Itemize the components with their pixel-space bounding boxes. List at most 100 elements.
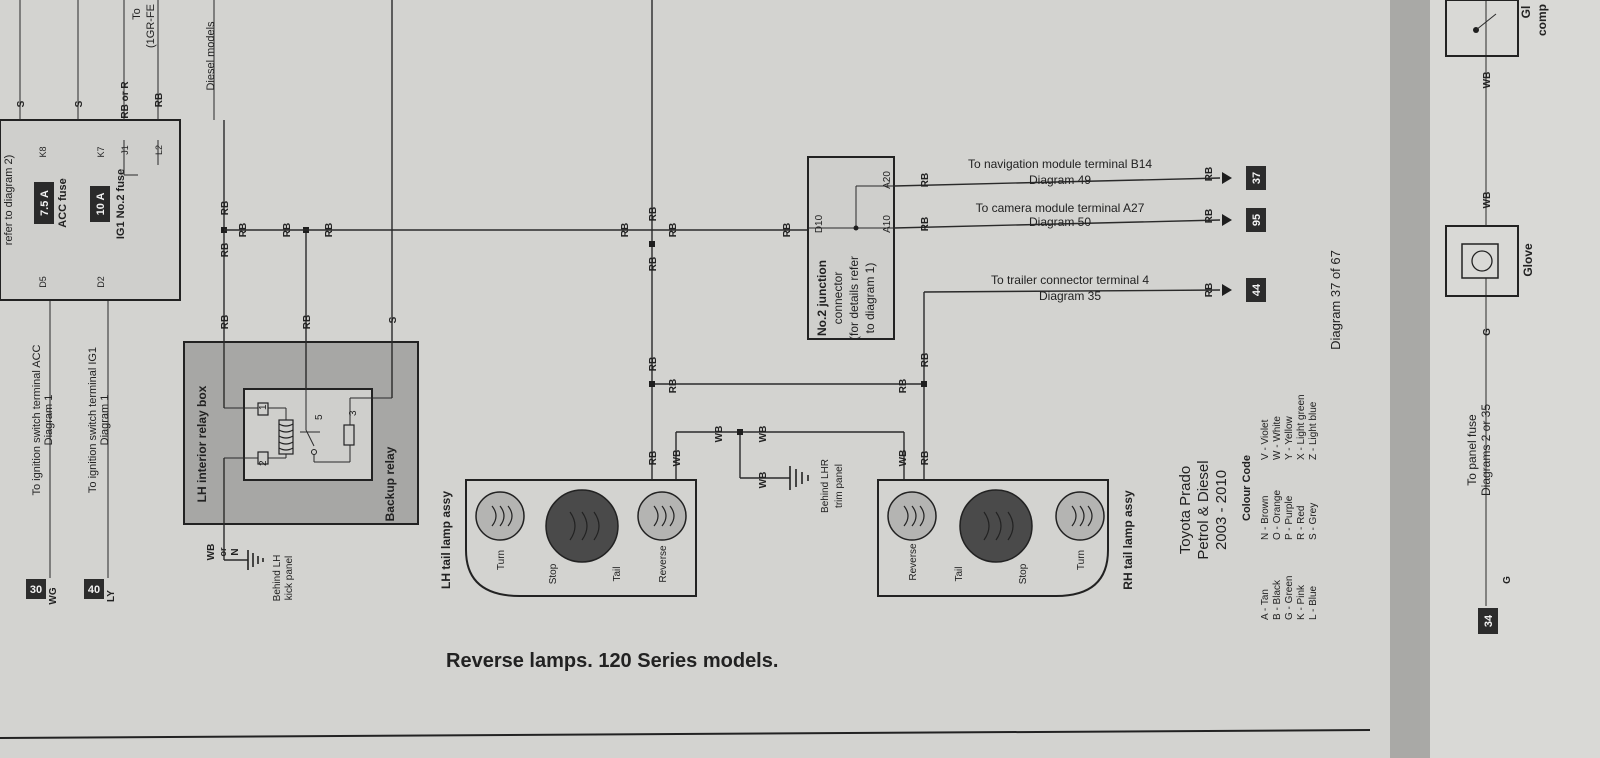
camera-ref-diagram: Diagram 50 bbox=[1029, 215, 1091, 229]
wire-rb-label-r: RB bbox=[920, 353, 931, 367]
wire-rb-label-p: RB bbox=[1204, 209, 1215, 223]
diagram-footer: Diagram 37 of 67 bbox=[1328, 250, 1343, 350]
partial-to-label: To bbox=[131, 8, 143, 20]
junction-title-1: No.2 junction bbox=[815, 260, 829, 336]
ign-acc-diagram: Diagram 1 bbox=[43, 395, 55, 446]
colour-code-legend: Colour Code A - Tan B - Black G - Green … bbox=[1241, 394, 1319, 620]
wire-s-label-2: S bbox=[74, 100, 85, 107]
ig1-fuse-pin-out: K7 bbox=[96, 146, 106, 157]
cc-p: P - Purple bbox=[1284, 495, 1295, 540]
badge-37-text: 37 bbox=[1251, 172, 1263, 184]
wire-wg-label: WG bbox=[48, 587, 59, 604]
wire-ly-label: LY bbox=[106, 590, 117, 602]
badge-30 bbox=[26, 579, 46, 599]
acc-fuse-name: ACC fuse bbox=[57, 178, 69, 228]
cc-b: B - Black bbox=[1272, 579, 1283, 620]
ig1-fuse-icon bbox=[90, 186, 110, 222]
pin-j1: J1 bbox=[120, 145, 130, 155]
panel-ref-diagram: Diagrams 2 or 35 bbox=[1479, 404, 1493, 496]
wire-rb-label-h: RB bbox=[648, 207, 659, 221]
ig1-fuse-pin-in: D2 bbox=[96, 276, 106, 288]
wire-rb-label-u: RB bbox=[898, 379, 909, 393]
ground-symbol-lhr-trim bbox=[789, 466, 809, 490]
junction-title-3: (for details refer bbox=[847, 256, 861, 340]
wire-rb-label-s: RB bbox=[648, 357, 659, 371]
wire-wb-label-c: WB bbox=[758, 426, 769, 443]
badge-95-text: 95 bbox=[1251, 214, 1263, 226]
panel-wire-g-2: G bbox=[1482, 328, 1493, 336]
relay-pin-2: 2 bbox=[258, 460, 269, 466]
lh-label-turn: Turn bbox=[496, 550, 507, 570]
fuse-box: refer to diagram 2) 7.5 A ACC fuse D5 K8… bbox=[0, 119, 181, 301]
junction-pin-a20: A20 bbox=[882, 171, 893, 189]
cc-y: Y - Yellow bbox=[1284, 415, 1295, 460]
vehicle-line-3: 2003 - 2010 bbox=[1213, 470, 1230, 550]
badge-40-text: 40 bbox=[88, 584, 100, 596]
ign-ig1-ref: 40 LY To ignition switch terminal IG1 Di… bbox=[84, 120, 117, 602]
junction-title-2: connector bbox=[831, 272, 845, 325]
lh-tail-lamp-assy: LH tail lamp assy Turn Stop Tail Reverse bbox=[439, 479, 697, 597]
wire-rb-label-a: RB bbox=[220, 315, 231, 329]
colour-code-heading: Colour Code bbox=[1241, 455, 1253, 521]
trailer-ref-text: To trailer connector terminal 4 bbox=[991, 273, 1149, 287]
partial-comp-label: comp bbox=[1535, 4, 1549, 36]
cc-n: N - Brown bbox=[1260, 496, 1271, 540]
rh-stop-lamp bbox=[959, 489, 1033, 563]
acc-fuse-rating: 7.5 A bbox=[39, 190, 51, 216]
badge-34 bbox=[1478, 608, 1498, 634]
cc-r: R - Red bbox=[1296, 506, 1307, 540]
cc-w: W - White bbox=[1272, 416, 1283, 460]
rh-tail-lamp-assy: RH tail lamp assy Reverse Tail Stop Turn bbox=[877, 479, 1135, 597]
partial-1grfe-label: (1GR-FE bbox=[145, 4, 157, 48]
ground-wire-n: N bbox=[230, 548, 241, 555]
cc-a: A - Tan bbox=[1260, 589, 1271, 620]
glove-lamp-box bbox=[1445, 225, 1519, 297]
panel-ref-text: To panel fuse bbox=[1465, 414, 1479, 486]
vehicle-line-2: Petrol & Diesel bbox=[1195, 460, 1212, 559]
nav-ref-diagram: Diagram 49 bbox=[1029, 173, 1091, 187]
ign-ig1-text: To ignition switch terminal IG1 bbox=[87, 347, 99, 493]
cc-g: G - Green bbox=[1284, 576, 1295, 620]
cc-l: L - Blue bbox=[1308, 585, 1319, 620]
page-title: Reverse lamps. 120 Series models. bbox=[446, 650, 778, 672]
ground-symbol-lh-kick bbox=[247, 550, 264, 570]
ig1-fuse-name: IG1 No.2 fuse bbox=[115, 169, 127, 239]
badge-40 bbox=[84, 579, 104, 599]
lh-interior-relay-box: LH interior relay box Backup relay 1 2 3… bbox=[183, 341, 419, 525]
ig1-fuse-rating: 10 A bbox=[95, 193, 107, 216]
panel-wire-g: G bbox=[1502, 576, 1513, 584]
diesel-models-label: Diesel models bbox=[205, 21, 217, 91]
vehicle-info: Toyota Prado Petrol & Diesel 2003 - 2010 bbox=[1177, 460, 1230, 559]
wire-rb-label-k: RB bbox=[668, 223, 679, 237]
lh-stop-lamp bbox=[545, 489, 619, 563]
wire-rb-label-m: RB bbox=[920, 173, 931, 187]
junction-pin-a10: A10 bbox=[882, 215, 893, 233]
relay-pin-1: 1 bbox=[258, 404, 269, 410]
panel-wire-wb-2: WB bbox=[1482, 72, 1493, 89]
wire-rb-label-j: RB bbox=[620, 223, 631, 237]
panel-fuse-ref: 34 G To panel fuse Diagrams 2 or 35 G WB… bbox=[1445, 0, 1549, 634]
ground-wire-wb: WB bbox=[206, 544, 217, 561]
ign-ig1-diagram: Diagram 1 bbox=[99, 395, 111, 446]
acc-fuse-pin-in: D5 bbox=[38, 276, 48, 288]
acc-fuse-icon bbox=[34, 182, 54, 224]
rh-reverse-lamp bbox=[887, 491, 937, 541]
rh-label-reverse: Reverse bbox=[908, 543, 919, 581]
lh-reverse-lamp bbox=[637, 491, 687, 541]
badge-44 bbox=[1246, 278, 1266, 302]
wire-wb-label-b: WB bbox=[714, 426, 725, 443]
lh-lamp-title: LH tail lamp assy bbox=[439, 491, 453, 589]
wire-rb-label-d: RB bbox=[302, 315, 313, 329]
badge-34-text: 34 bbox=[1483, 614, 1495, 627]
relay-pin-3: 3 bbox=[348, 410, 359, 416]
wire-rb-label-i: RB bbox=[648, 257, 659, 271]
panel-wire-wb: WB bbox=[1482, 192, 1493, 209]
glove-lamp-icon bbox=[1471, 250, 1493, 272]
relay-box-title: LH interior relay box bbox=[195, 385, 209, 502]
wire-s-label-1: S bbox=[16, 100, 27, 107]
ground-location-2: kick panel bbox=[284, 556, 295, 600]
wire-s-label-3: S bbox=[388, 316, 399, 323]
wire-rb-label-o: RB bbox=[1204, 167, 1215, 181]
rh-label-stop: Stop bbox=[1018, 563, 1029, 584]
page-bottom-rule bbox=[0, 729, 1371, 739]
